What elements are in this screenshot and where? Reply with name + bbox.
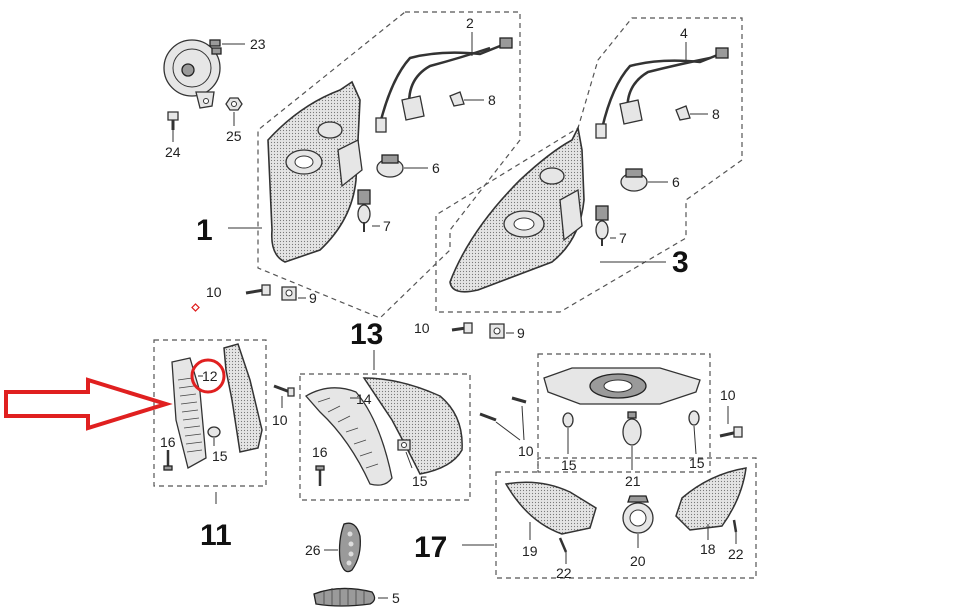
label-22b: 22 — [728, 546, 744, 562]
screw-10b — [451, 322, 473, 334]
horn-assembly: 23 24 25 — [163, 36, 266, 160]
tail-cover-group-17: 19 22 20 18 22 — [495, 457, 757, 581]
label-9b: 9 — [517, 325, 525, 341]
side-cover-group-11: 12 16 15 — [153, 339, 267, 504]
front-cover-group-13: 14 16 15 — [299, 350, 471, 501]
bulb-21 — [622, 411, 642, 470]
label-21: 21 — [625, 473, 641, 489]
label-11: 11 — [200, 519, 232, 552]
bulb-7a — [357, 189, 380, 232]
label-6b: 6 — [672, 174, 680, 190]
headlight-left — [228, 80, 363, 263]
bulb-socket-8a — [449, 91, 484, 107]
label-23: 23 — [250, 36, 266, 52]
wiring-harness-4 — [595, 42, 729, 139]
grille-strip-5 — [313, 587, 388, 607]
front-panel — [362, 377, 463, 475]
label-2: 2 — [466, 15, 474, 31]
label-13: 13 — [350, 318, 383, 351]
lamp-20 — [622, 495, 654, 548]
label-7a: 7 — [383, 218, 391, 234]
label-15a: 15 — [212, 448, 228, 464]
screw-10d — [479, 396, 527, 441]
badge-26 — [324, 522, 361, 573]
label-12: 12 — [202, 368, 218, 384]
label-20: 20 — [630, 553, 646, 569]
headlight-group-1: 1 2 8 6 7 — [196, 11, 521, 319]
bulb-holder-6a — [376, 154, 428, 178]
label-15c: 15 — [561, 457, 577, 473]
bulb-holder-6b — [620, 168, 668, 192]
label-10d: 10 — [518, 443, 534, 459]
label-22a: 22 — [556, 565, 572, 581]
label-1: 1 — [196, 214, 213, 247]
label-24: 24 — [165, 144, 181, 160]
clip-nut-9b — [489, 323, 514, 339]
screw-10c — [273, 384, 295, 408]
tail-cover-left-19 — [504, 481, 597, 540]
front-grille-14 — [304, 387, 393, 486]
label-18: 18 — [700, 541, 716, 557]
label-14: 14 — [356, 391, 372, 407]
screw-16a — [163, 450, 173, 471]
label-9a: 9 — [309, 290, 317, 306]
label-10a: 10 — [206, 284, 222, 300]
screw-22b — [732, 519, 738, 544]
label-10e: 10 — [720, 387, 736, 403]
highlight-circle-12 — [190, 358, 226, 394]
rear-light-group: 15 21 15 — [537, 353, 711, 489]
label-15d: 15 — [689, 455, 705, 471]
tail-light-housing — [543, 367, 701, 405]
bulb-15d — [688, 410, 700, 455]
bulb-7b — [595, 205, 616, 246]
horn-bolt — [167, 111, 179, 142]
horn-nut — [225, 97, 243, 126]
label-19: 19 — [522, 543, 538, 559]
vent-grille-12 — [171, 357, 207, 469]
clip-nut-9a — [281, 286, 306, 301]
label-4: 4 — [680, 25, 688, 41]
label-17: 17 — [414, 531, 447, 564]
headlight-right — [449, 125, 666, 293]
bulb-socket-8b — [675, 105, 708, 121]
label-10c: 10 — [272, 412, 288, 428]
label-6a: 6 — [432, 160, 440, 176]
clip-15a — [207, 426, 221, 446]
label-5: 5 — [392, 590, 400, 606]
clip-15b — [397, 439, 413, 469]
headlight-group-3: 3 4 8 6 7 — [435, 17, 743, 313]
label-16b: 16 — [312, 444, 328, 460]
label-3: 3 — [672, 246, 689, 279]
label-8b: 8 — [712, 106, 720, 122]
pointer-arrow — [4, 377, 173, 431]
screw-22a — [558, 537, 568, 564]
label-16a: 16 — [160, 434, 176, 450]
label-10b: 10 — [414, 320, 430, 336]
label-15b: 15 — [412, 473, 428, 489]
screw-16b — [315, 465, 325, 486]
small-red-marker — [191, 303, 200, 312]
side-panel — [223, 343, 263, 453]
label-26: 26 — [305, 542, 321, 558]
tail-cover-right-18 — [675, 467, 747, 540]
screw-10a — [245, 284, 271, 296]
wiring-harness-2 — [375, 32, 513, 133]
bulb-15c — [562, 412, 574, 454]
label-7b: 7 — [619, 230, 627, 246]
label-8a: 8 — [488, 92, 496, 108]
screw-10e — [719, 406, 743, 438]
label-25: 25 — [226, 128, 242, 144]
